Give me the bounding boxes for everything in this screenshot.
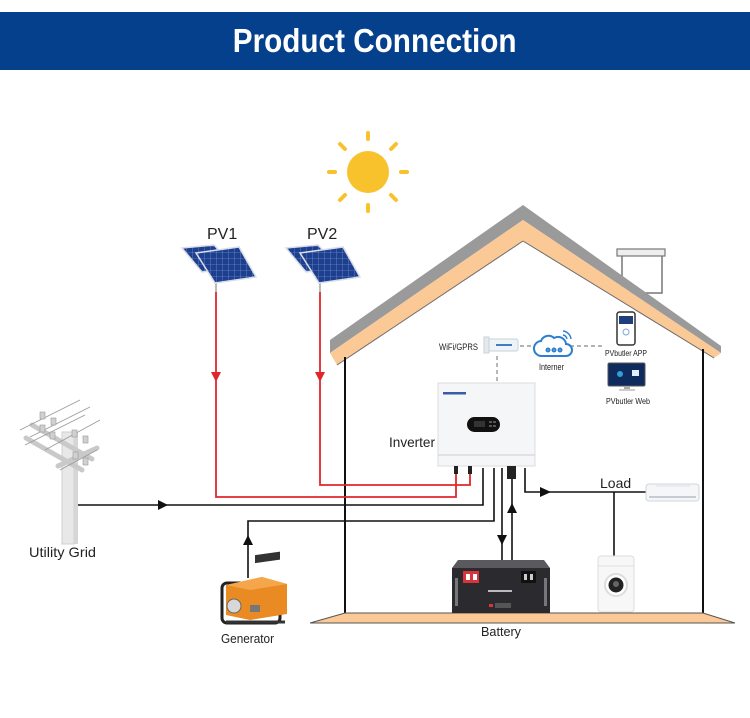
arrow-up-icon <box>507 503 517 513</box>
battery-icon <box>452 560 550 613</box>
generator-icon <box>220 551 287 625</box>
utility-pole-icon <box>19 399 101 545</box>
arrow-right-icon <box>158 500 168 510</box>
header-banner: Product Connection <box>0 12 750 70</box>
load-label: Load <box>600 475 631 491</box>
smartphone-icon <box>616 311 636 346</box>
utility-grid-label: Utility Grid <box>29 544 96 560</box>
internet-label: Interner <box>539 362 564 372</box>
battery-label: Battery <box>481 624 521 639</box>
app-label: PVbutler APP <box>605 348 647 358</box>
wifi-label: WiFi/GPRS <box>439 342 478 352</box>
generator-label: Generator <box>221 631 275 646</box>
pv2-label: PV2 <box>307 226 337 243</box>
arrow-down-icon <box>497 535 507 545</box>
cloud-icon <box>533 330 573 357</box>
air-conditioner-icon <box>645 483 700 502</box>
floor <box>309 612 736 624</box>
ac-wires <box>75 468 648 578</box>
wifi-dongle-icon <box>483 336 519 354</box>
battery-negative-terminal <box>521 571 536 583</box>
sun-icon <box>327 131 409 213</box>
page-title: Product Connection <box>233 22 517 59</box>
arrow-down-icon <box>315 372 325 382</box>
pv1-label: PV1 <box>207 226 237 243</box>
inverter-label: Inverter <box>389 434 435 450</box>
arrow-right-icon <box>540 487 551 497</box>
inverter-icon <box>437 382 536 479</box>
web-label: PVbutler Web <box>606 396 650 406</box>
inverter-logo <box>443 392 466 395</box>
monitor-icon <box>607 362 646 391</box>
washing-machine-icon <box>597 555 635 613</box>
solar-panel-icon <box>180 244 258 292</box>
solar-panel-icon <box>284 244 362 292</box>
arrow-up-icon <box>243 535 253 545</box>
pv-wires <box>215 292 471 498</box>
arrow-down-icon <box>211 372 221 382</box>
